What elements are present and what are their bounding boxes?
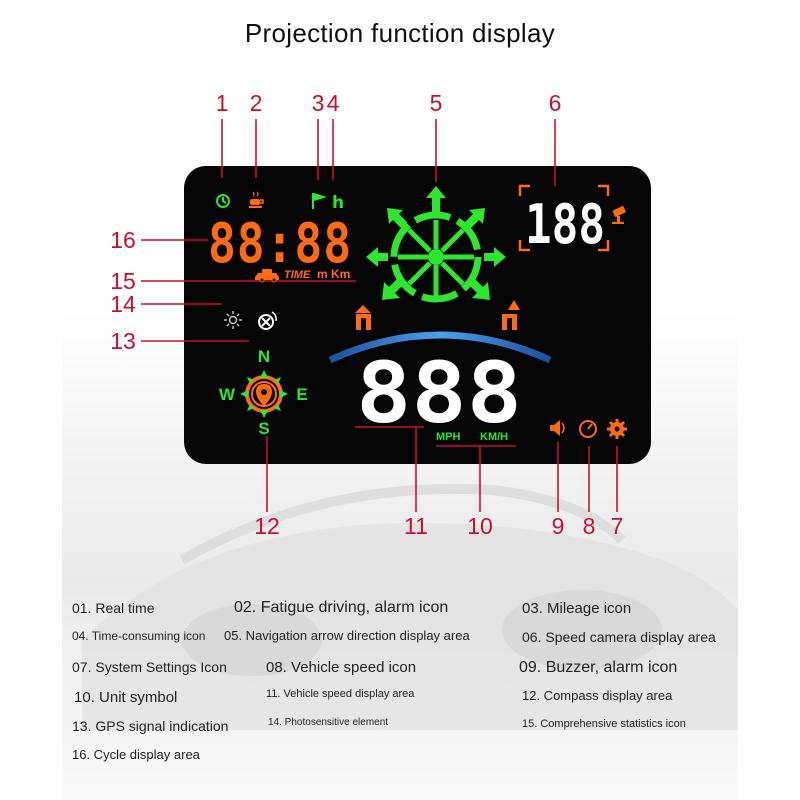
callout-12: 12 xyxy=(254,513,280,539)
speed-arc xyxy=(328,331,552,364)
callout-7: 7 xyxy=(610,513,624,539)
legend-item-03: 03. Mileage icon xyxy=(522,600,632,617)
unit-kmh-label: KM/H xyxy=(480,431,508,443)
flag-icon xyxy=(312,193,327,209)
compass-south-label: S xyxy=(258,419,269,438)
legend-item-08: 08. Vehicle speed icon xyxy=(266,659,417,676)
callout-8: 8 xyxy=(582,513,596,539)
unit-km-label: Km xyxy=(331,267,350,281)
car-icon xyxy=(255,269,279,283)
u-turn-left-icon xyxy=(355,305,371,330)
legend-item-12: 12. Compass display area xyxy=(522,688,673,703)
compass-east-label: E xyxy=(296,385,307,404)
legend-item-15: 15. Comprehensive statistics icon xyxy=(522,718,686,730)
callout-14: 14 xyxy=(110,291,136,317)
speed-digits: 888 xyxy=(356,344,522,442)
callout-3: 3 xyxy=(311,90,325,116)
clock-icon xyxy=(216,194,230,208)
compass-rose xyxy=(240,370,288,418)
legend-item-14: 14. Photosensitive element xyxy=(268,717,389,728)
callout-1: 1 xyxy=(215,90,229,116)
legend-item-01: 01. Real time xyxy=(72,600,155,616)
clock-digits: 88:88 xyxy=(208,212,352,275)
legend-item-16: 16. Cycle display area xyxy=(72,747,200,762)
unit-mph-label: MPH xyxy=(436,431,461,443)
speedometer-icon xyxy=(579,420,597,438)
callout-5: 5 xyxy=(429,90,443,116)
compass-west-label: W xyxy=(219,385,236,404)
gps-satellite-icon xyxy=(258,311,277,330)
callout-lines xyxy=(141,119,618,512)
legend-item-02: 02. Fatigue driving, alarm icon xyxy=(234,599,449,616)
legend-item-04: 04. Time-consuming icon xyxy=(72,629,206,643)
camera-display-frame xyxy=(518,184,610,252)
speaker-icon xyxy=(550,420,565,436)
u-turn-right-icon xyxy=(502,300,520,330)
gear-icon xyxy=(607,419,627,439)
callout-10: 10 xyxy=(467,513,493,539)
legend-item-05: 05. Navigation arrow direction display a… xyxy=(224,628,470,643)
unit-time-label: TIME xyxy=(284,269,311,281)
speed-camera-icon xyxy=(612,206,626,224)
callout-4: 4 xyxy=(326,90,340,116)
callout-6: 6 xyxy=(548,90,562,116)
callout-11: 11 xyxy=(404,513,428,539)
background-car-image xyxy=(82,483,738,730)
coffee-cup-icon xyxy=(249,191,264,208)
legend-item-11: 11. Vehicle speed display area xyxy=(266,688,415,700)
legend-item-09: 09. Buzzer, alarm icon xyxy=(519,659,678,676)
callout-15: 15 xyxy=(110,268,136,294)
navigation-arrow-wheel xyxy=(366,186,506,303)
sun-icon xyxy=(224,311,242,329)
callout-9: 9 xyxy=(551,513,565,539)
page-title: Projection function display xyxy=(244,18,556,48)
legend-item-10: 10. Unit symbol xyxy=(74,689,178,706)
callout-16: 16 xyxy=(110,227,136,253)
legend-item-07: 07. System Settings Icon xyxy=(72,659,227,675)
legend-item-13: 13. GPS signal indication xyxy=(72,718,229,734)
callout-13: 13 xyxy=(110,328,136,354)
camera-digits: 188 xyxy=(525,193,605,256)
callout-2: 2 xyxy=(249,90,263,116)
compass-north-label: N xyxy=(258,347,270,366)
mileage-unit-label: h xyxy=(332,193,344,213)
unit-m-label: m xyxy=(317,267,328,281)
legend-item-06: 06. Speed camera display area xyxy=(522,629,716,645)
